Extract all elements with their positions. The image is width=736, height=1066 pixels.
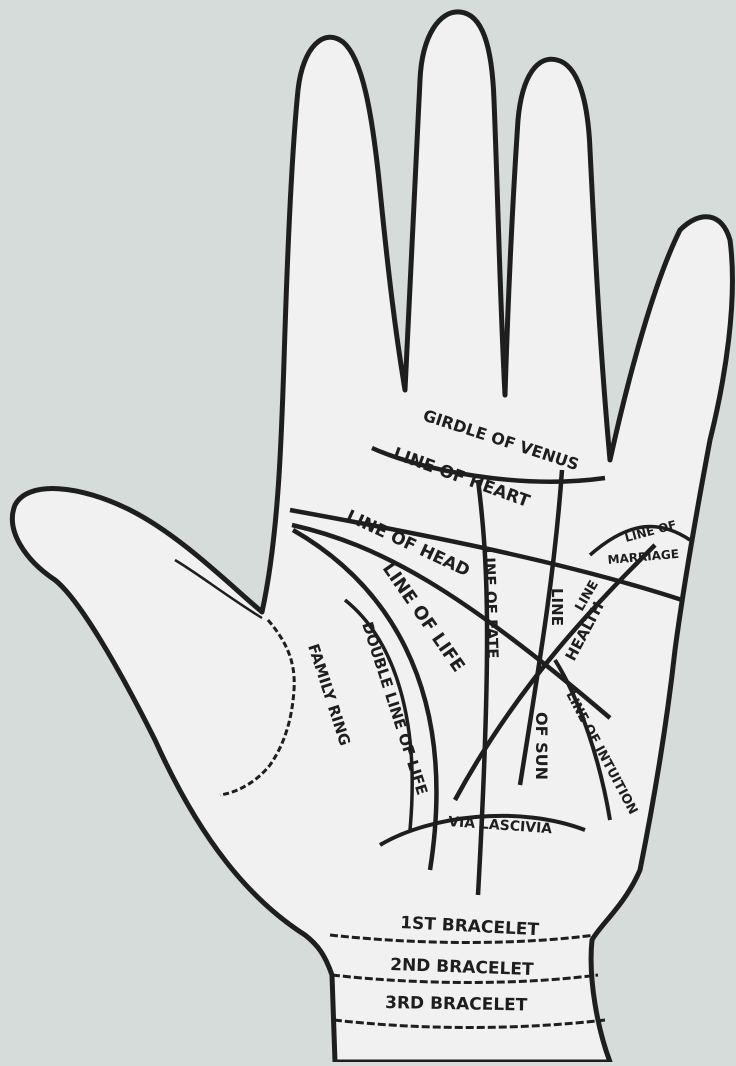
label-bracelet-3: 3RD BRACELET bbox=[385, 993, 528, 1015]
label-line-of-sun-1: LINE bbox=[548, 588, 566, 626]
label-line-of-sun-2: OF SUN bbox=[532, 712, 551, 780]
